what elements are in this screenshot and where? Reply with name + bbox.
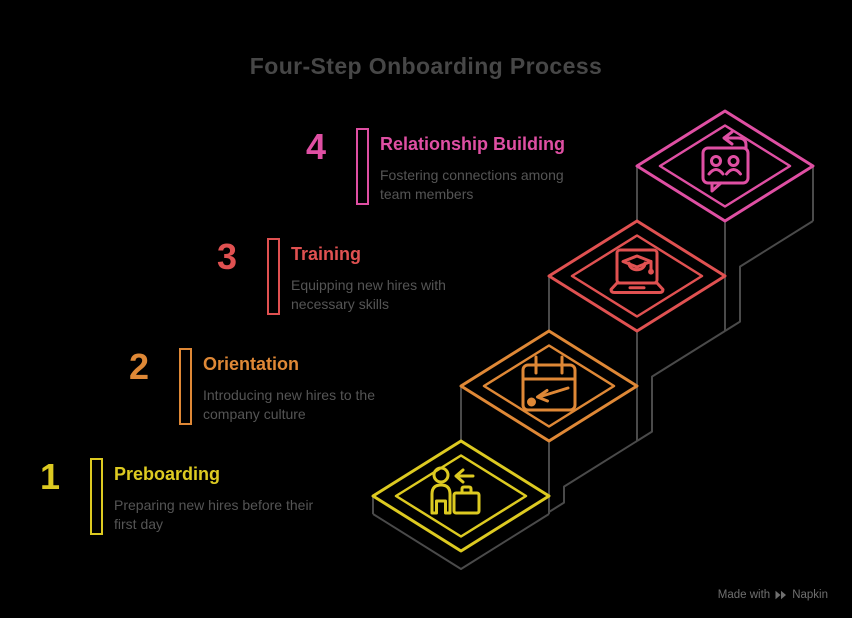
fast-forward-icon	[775, 590, 787, 600]
step-description-line: Equipping new hires with	[291, 277, 446, 293]
step-description-line: team members	[380, 185, 474, 202]
laptop-graduation-icon	[609, 248, 665, 294]
step-description: Preparing new hires before their first d…	[114, 496, 346, 533]
step-description-line: Fostering connections among	[380, 167, 564, 183]
page-title: Four-Step Onboarding Process	[249, 53, 603, 79]
step-title: Training	[291, 244, 362, 264]
step-title: Orientation	[203, 354, 300, 374]
step-accent-bar	[267, 238, 280, 315]
step-number: 4	[305, 126, 326, 167]
step-number: 1	[39, 456, 60, 497]
step-title: Relationship Building	[380, 134, 565, 154]
step-description-line: necessary skills	[291, 295, 390, 312]
step-row: 1 Preboarding Preparing new hires before…	[16, 458, 336, 548]
step-description: Equipping new hires with necessary skill…	[291, 276, 523, 313]
step-number: 3	[216, 236, 237, 277]
step-title: Preboarding	[114, 464, 221, 484]
watermark-brand: Napkin	[792, 589, 828, 601]
step-accent-bar	[179, 348, 192, 425]
step-accent-bar	[356, 128, 369, 205]
step-description-line: Preparing new hires before their	[114, 497, 314, 513]
step-row: 4 Relationship Building Fostering connec…	[282, 128, 602, 218]
step-description: Fostering connections among team members	[380, 166, 612, 203]
step-number: 2	[128, 346, 149, 387]
chat-people-icon	[701, 130, 750, 193]
step-accent-bar	[90, 458, 103, 535]
step-description-line: Introducing new hires to the	[203, 387, 375, 403]
step-description-line: company culture	[203, 405, 306, 422]
watermark: Made with Napkin	[718, 589, 828, 601]
step-description-line: first day	[114, 515, 164, 532]
calendar-schedule-icon	[521, 355, 577, 412]
step-description: Introducing new hires to the company cul…	[203, 386, 435, 423]
step-row: 3 Training Equipping new hires with nece…	[193, 238, 513, 328]
step-row: 2 Orientation Introducing new hires to t…	[105, 348, 425, 438]
watermark-prefix: Made with	[717, 589, 771, 601]
person-briefcase-arrival-icon	[430, 466, 481, 515]
